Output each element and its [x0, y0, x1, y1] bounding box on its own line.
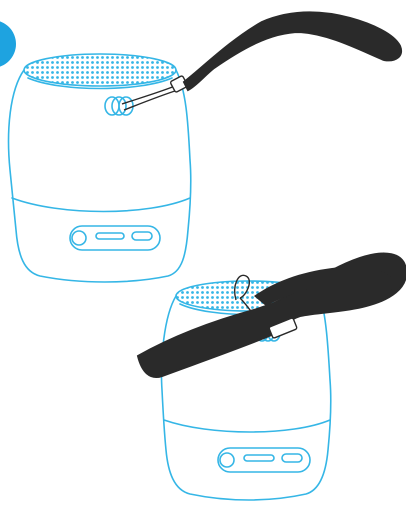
speaker-base-band	[12, 198, 190, 212]
speaker-1	[9, 54, 191, 282]
strap-ring-icon	[105, 97, 133, 115]
lanyard-strap-1	[184, 12, 401, 90]
step-badge	[0, 20, 16, 68]
speaker-base-band	[164, 420, 330, 432]
side-ports-icon	[218, 448, 310, 472]
speaker-grille-icon	[24, 54, 176, 86]
side-ports-icon	[70, 226, 160, 250]
